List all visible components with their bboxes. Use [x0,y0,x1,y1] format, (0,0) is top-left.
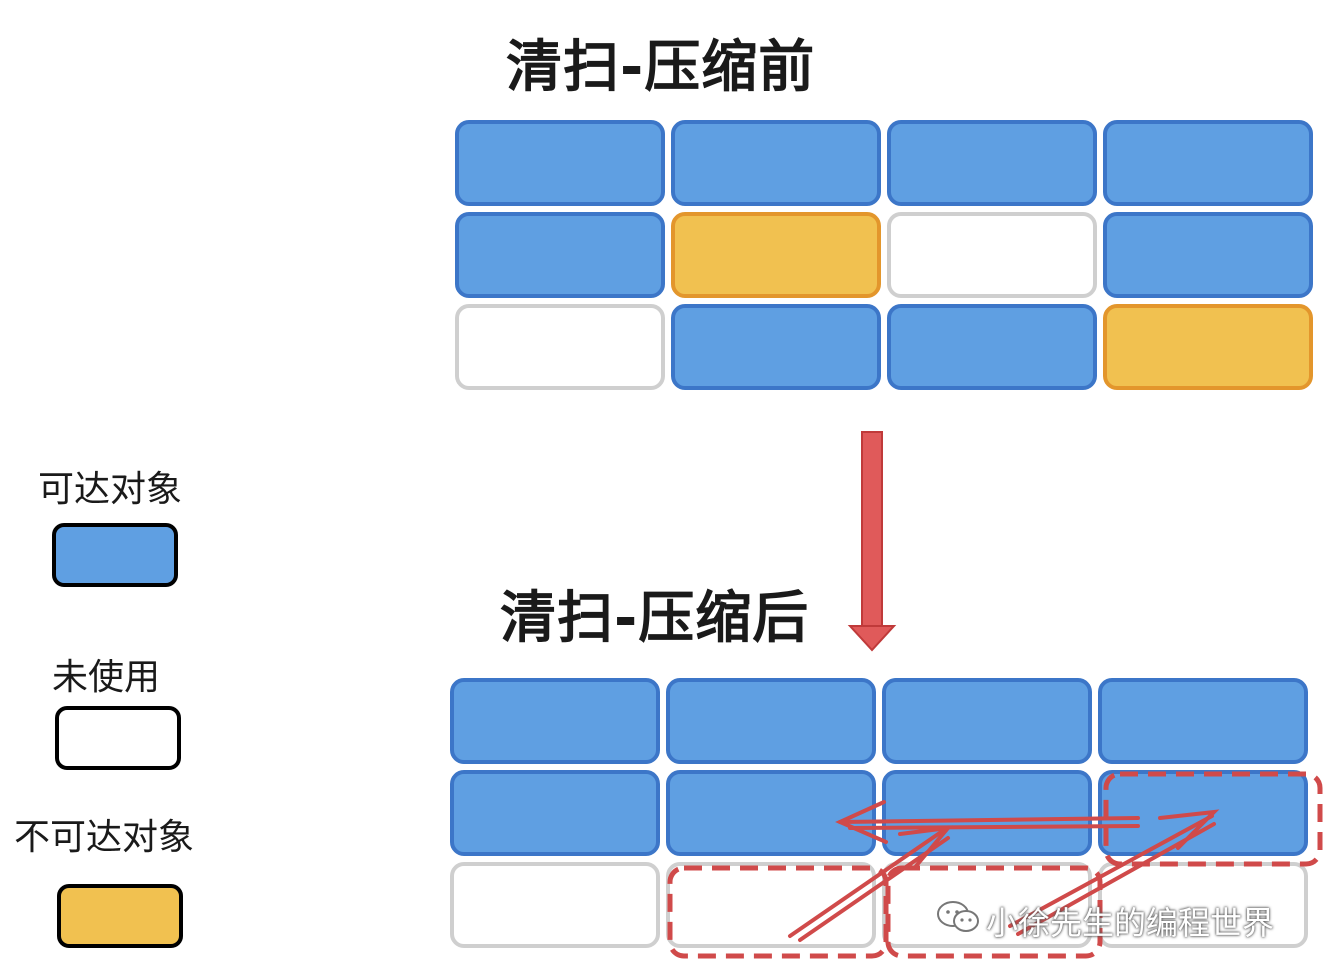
legend-label-unused: 未使用 [52,657,161,698]
memory-cell-reachable [882,770,1092,856]
memory-cell-reachable [450,770,660,856]
watermark: 小徐先生的编程世界 [936,898,1274,944]
memory-cell-unused [1098,862,1308,948]
dashed-region-moved-to [1103,771,1323,867]
watermark-text: 小徐先生的编程世界 [986,904,1275,942]
title-before-compaction: 清扫-压缩前 [506,35,816,100]
diagonal-arrow-icon [1008,809,1220,936]
memory-cell-unused [666,862,876,948]
memory-cell-reachable [671,120,881,206]
memory-cell-reachable [666,678,876,764]
memory-cell-reachable [1098,678,1308,764]
legend-swatch-unreachable [57,884,183,948]
wechat-icon [936,900,980,942]
memory-cell-reachable [666,770,876,856]
dashed-region-moved-from [885,865,1103,959]
memory-cell-unused [455,304,665,390]
memory-cell-reachable [1103,120,1313,206]
memory-cell-reachable [887,304,1097,390]
legend-label-reachable: 可达对象 [38,469,183,510]
memory-cell-reachable [455,212,665,298]
diagonal-arrow-icon [788,825,953,942]
legend-swatch-unused [55,706,181,770]
title-after-compaction: 清扫-压缩后 [500,586,810,651]
memory-cell-unused [887,212,1097,298]
memory-cell-reachable [671,304,881,390]
legend-swatch-reachable [52,523,178,587]
memory-cell-unused [450,862,660,948]
memory-cell-unreachable [671,212,881,298]
legend-label-unreachable: 不可达对象 [14,817,195,858]
memory-cell-reachable [887,120,1097,206]
memory-cell-reachable [450,678,660,764]
memory-cell-reachable [1103,212,1313,298]
memory-cell-unreachable [1103,304,1313,390]
memory-cell-reachable [882,678,1092,764]
dashed-region-moved-from [667,865,889,959]
memory-cell-reachable [455,120,665,206]
left-arrow-icon [835,800,1140,844]
memory-cell-unused [882,862,1092,948]
down-arrow-icon [847,431,897,652]
